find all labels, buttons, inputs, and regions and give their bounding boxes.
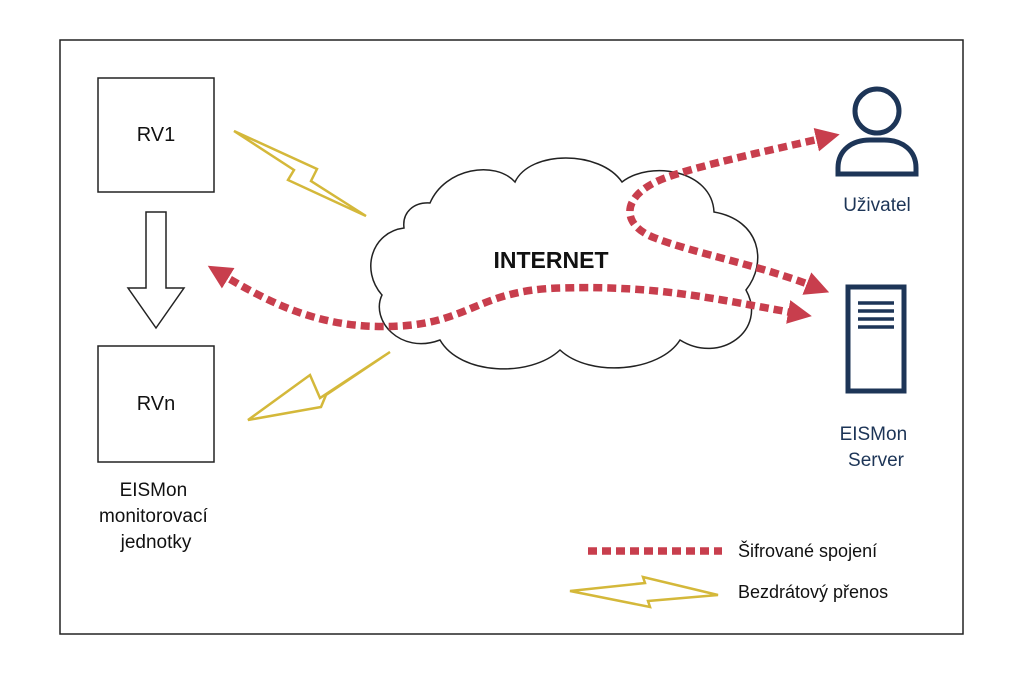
- unit-rvn: RVn: [97, 345, 215, 463]
- unit-rvn-label: RVn: [137, 393, 176, 415]
- down-arrow-icon: [126, 211, 186, 330]
- diagram-frame: [59, 39, 964, 635]
- unit-rv1: RV1: [97, 77, 215, 193]
- unit-rv1-label: RV1: [137, 124, 176, 146]
- legend-encrypted-label: Šifrované spojení: [738, 540, 877, 561]
- legend-wireless-label: Bezdrátový přenos: [738, 582, 888, 602]
- unit-rv1-box: [97, 77, 215, 193]
- units-caption-line-1: EISMon: [120, 480, 188, 501]
- units-caption: EISMon monitorovací jednotky: [99, 480, 213, 553]
- server-label-line-2: Server: [848, 450, 905, 471]
- encrypted-link-user-server: [626, 127, 840, 295]
- server-icon: [845, 284, 907, 394]
- units-caption-line-2: monitorovací: [99, 506, 208, 527]
- legend-wireless-swatch: [569, 575, 719, 609]
- units-caption-line-3: jednotky: [120, 532, 192, 553]
- wireless-bolt-bottom: [247, 350, 391, 422]
- internet-label: INTERNET: [494, 247, 609, 273]
- server-label: EISMon Server: [840, 424, 913, 471]
- unit-rvn-box: [97, 345, 215, 463]
- wireless-bolt-top: [233, 129, 367, 218]
- encrypted-link-units-server: [207, 265, 812, 331]
- user-label: Uživatel: [843, 195, 911, 216]
- server-label-line-1: EISMon: [840, 424, 908, 445]
- user-icon: [835, 86, 919, 177]
- legend: Šifrované spojení Bezdrátový přenos: [569, 540, 888, 609]
